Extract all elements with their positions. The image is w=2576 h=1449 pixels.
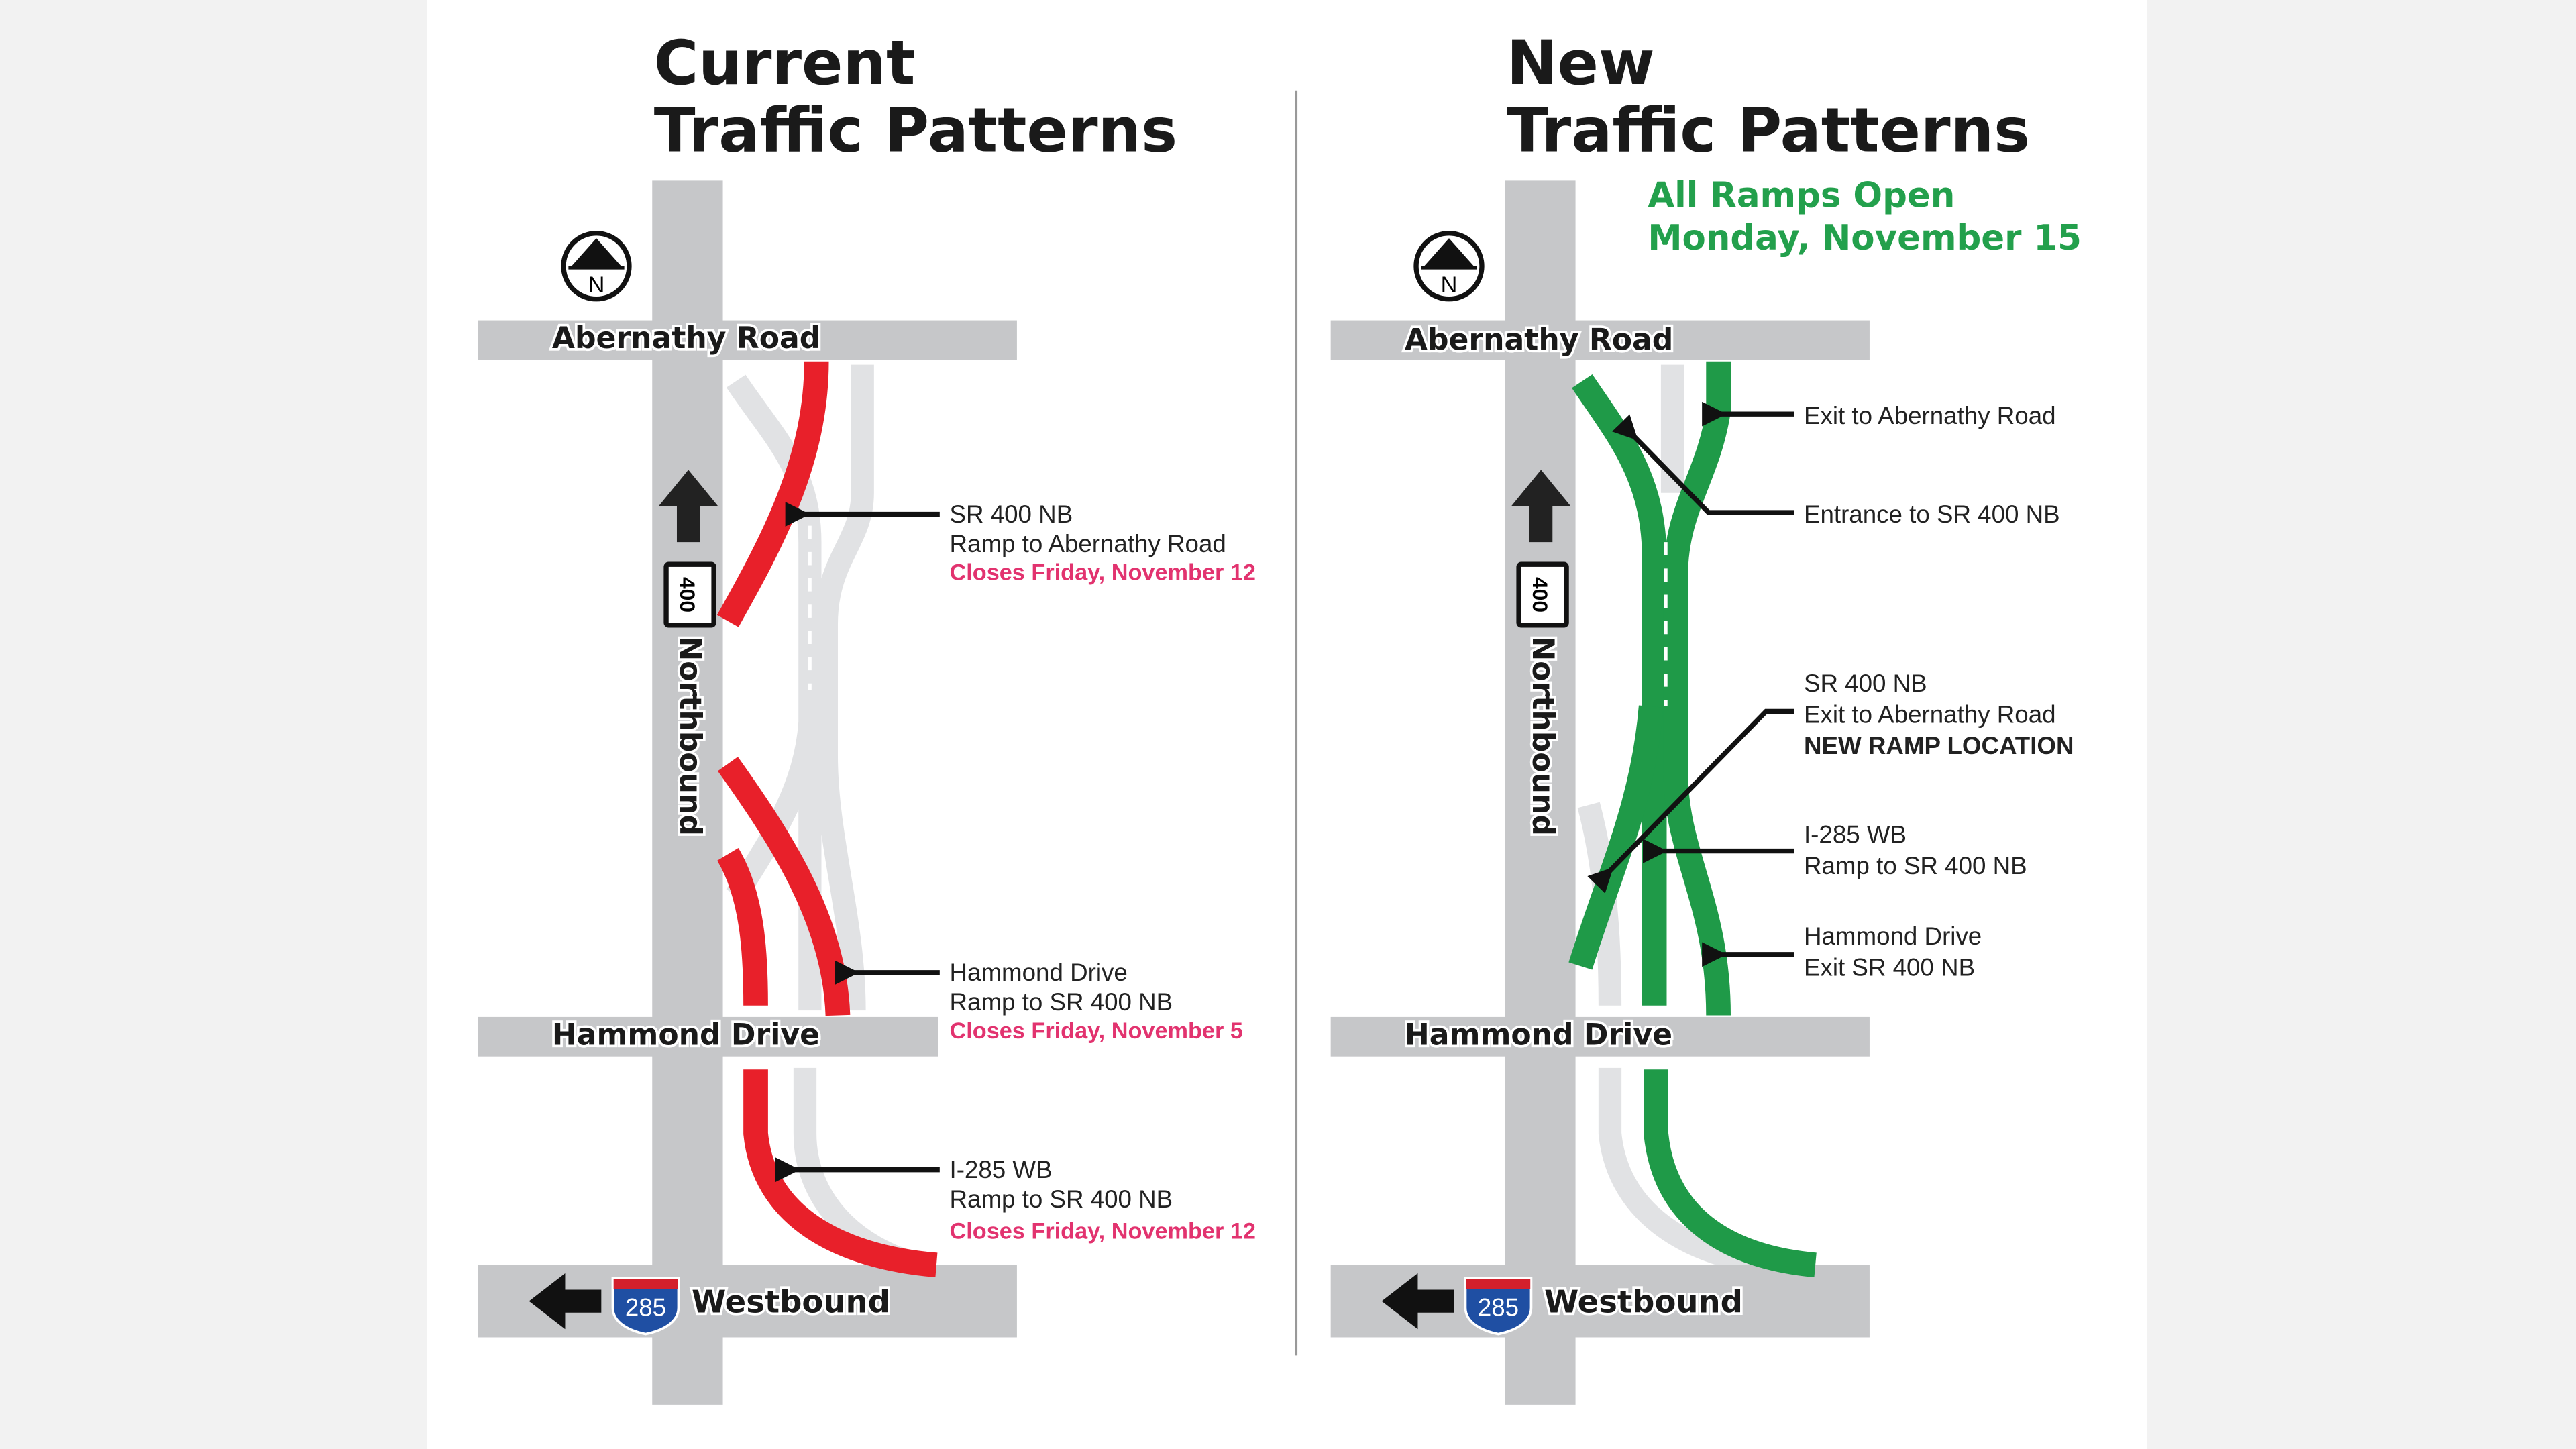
- svg-text:Ramp to Abernathy Road: Ramp to Abernathy Road: [950, 530, 1226, 557]
- westbound-label: Westbound: [1544, 1284, 1743, 1320]
- svg-text:Exit SR 400 NB: Exit SR 400 NB: [1804, 954, 1975, 981]
- abernathy-label: Abernathy Road: [1405, 323, 1673, 358]
- abernathy-label: Abernathy Road: [552, 321, 820, 356]
- hammond-label: Hammond Drive: [1405, 1018, 1672, 1053]
- callout-sr400-ramp-abernathy: SR 400 NB Ramp to Abernathy Road Closes …: [950, 500, 1256, 586]
- svg-text:I-285 WB: I-285 WB: [1804, 820, 1907, 848]
- current-pattern-panel: Current Traffic Patterns 400 Northbound …: [478, 28, 1256, 1405]
- svg-text:400: 400: [1528, 577, 1552, 612]
- open-ramp-exit-abernathy: [1663, 361, 1731, 1016]
- callout-hammond-exit: Hammond Drive Exit SR 400 NB: [1804, 922, 1982, 981]
- closed-ramp-i285-to-sr400: [743, 1069, 938, 1278]
- abernathy-road: [478, 320, 1017, 360]
- sr400-road: [1505, 180, 1576, 1405]
- svg-text:285: 285: [625, 1294, 666, 1322]
- callout-i285-ramp: I-285 WB Ramp to SR 400 NB: [1804, 820, 2027, 879]
- sr-400-shield-icon: 400: [1516, 561, 1569, 628]
- svg-text:Hammond Drive: Hammond Drive: [1804, 922, 1982, 950]
- open-ramp-i285-to-sr400: [1644, 1069, 1817, 1278]
- sr400-road: [652, 180, 723, 1405]
- existing-lane: [814, 364, 874, 1011]
- westbound-label: Westbound: [692, 1284, 890, 1320]
- svg-text:Ramp to SR 400 NB: Ramp to SR 400 NB: [950, 1185, 1173, 1213]
- northbound-label: Northbound: [673, 636, 707, 836]
- closed-ramp-hammond-to-sr400: [716, 848, 768, 1006]
- current-title-line2: Traffic Patterns: [654, 95, 1177, 166]
- svg-text:Ramp to SR 400 NB: Ramp to SR 400 NB: [1804, 852, 2027, 879]
- status-line2: Monday, November 15: [1648, 218, 2082, 258]
- svg-text:Ramp to SR 400 NB: Ramp to SR 400 NB: [950, 988, 1173, 1016]
- svg-text:285: 285: [1478, 1294, 1519, 1322]
- open-ramp-entrance-sr400: [1572, 374, 1667, 1006]
- northbound-label: Northbound: [1525, 636, 1560, 836]
- hammond-drive: [1330, 1016, 1870, 1057]
- hammond-drive: [478, 1016, 938, 1057]
- svg-text:Closes Friday, November 12: Closes Friday, November 12: [950, 559, 1256, 585]
- abernathy-road: [1330, 320, 1870, 360]
- new-title-line2: Traffic Patterns: [1507, 95, 2030, 166]
- closed-ramp-sr400-to-abernathy: [716, 361, 829, 627]
- new-title-line1: New: [1507, 28, 1655, 99]
- callout-entrance-sr400: Entrance to SR 400 NB: [1804, 500, 2060, 528]
- callout-exit-abernathy: Exit to Abernathy Road: [1804, 402, 2056, 429]
- open-ramp-new-exit: [1568, 705, 1664, 970]
- callout-pointer: [1612, 414, 1794, 515]
- callout-pointer: [1587, 708, 1794, 894]
- i-285-shield-icon: 285: [1464, 1277, 1533, 1336]
- svg-text:Closes Friday, November 5: Closes Friday, November 5: [950, 1018, 1243, 1044]
- closed-ramp-hammond-to-sr400: [717, 757, 851, 1016]
- svg-text:SR 400 NB: SR 400 NB: [950, 500, 1073, 528]
- sr-400-shield-icon: 400: [663, 561, 716, 628]
- svg-text:SR 400 NB: SR 400 NB: [1804, 669, 1927, 697]
- hammond-label: Hammond Drive: [552, 1018, 820, 1053]
- callout-i285-ramp: I-285 WB Ramp to SR 400 NB Closes Friday…: [950, 1156, 1256, 1244]
- status-line1: All Ramps Open: [1648, 176, 1955, 216]
- north-compass-icon: [1416, 233, 1482, 299]
- i-285-shield-icon: 285: [611, 1277, 680, 1336]
- callout-hammond-ramp: Hammond Drive Ramp to SR 400 NB Closes F…: [950, 959, 1243, 1044]
- callout-new-ramp-location: SR 400 NB Exit to Abernathy Road NEW RAM…: [1804, 669, 2074, 759]
- svg-text:NEW RAMP LOCATION: NEW RAMP LOCATION: [1804, 732, 2074, 759]
- current-title-line1: Current: [654, 28, 916, 99]
- svg-text:I-285 WB: I-285 WB: [950, 1156, 1053, 1183]
- svg-text:Hammond Drive: Hammond Drive: [950, 959, 1128, 986]
- north-compass-icon: [564, 233, 629, 299]
- new-pattern-panel: New Traffic Patterns All Ramps Open Mond…: [1330, 28, 2082, 1405]
- svg-text:Exit to Abernathy Road: Exit to Abernathy Road: [1804, 701, 2056, 729]
- svg-text:Closes Friday, November 12: Closes Friday, November 12: [950, 1219, 1256, 1244]
- svg-text:400: 400: [676, 577, 700, 612]
